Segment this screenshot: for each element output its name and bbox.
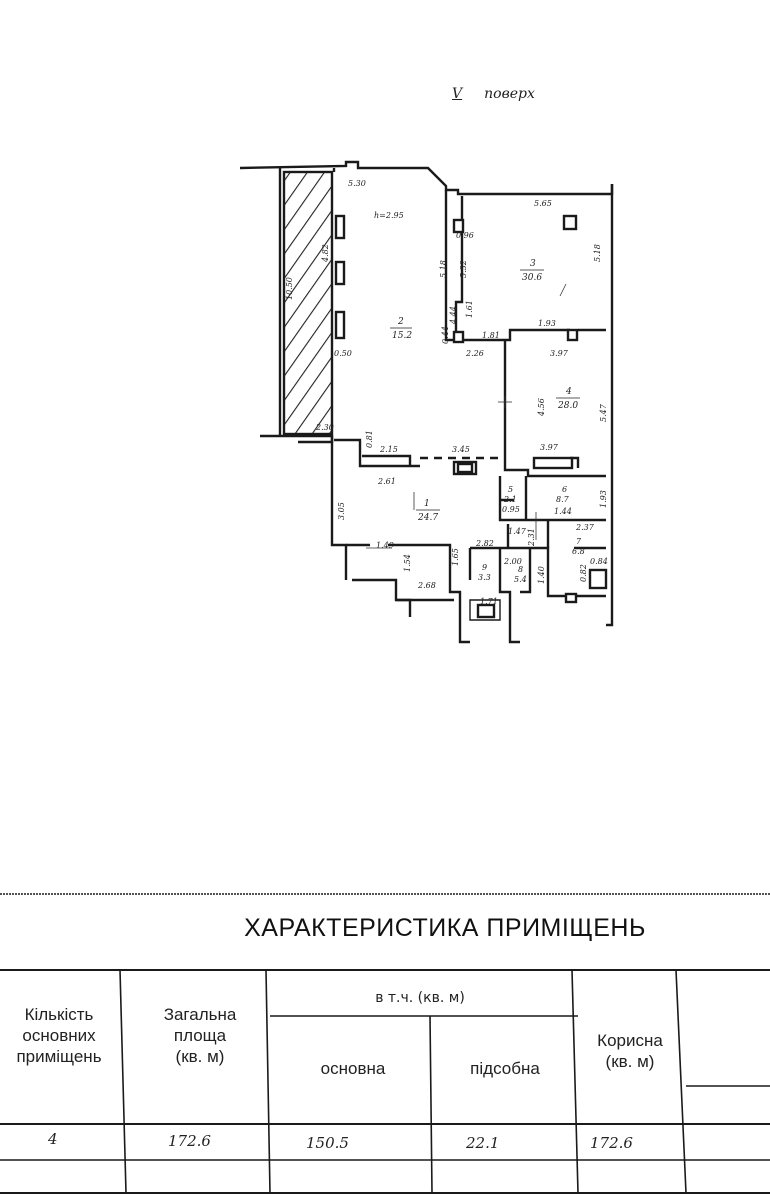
svg-text:2.1: 2.1 [503, 495, 517, 504]
svg-text:8: 8 [518, 565, 523, 574]
dim-label: 1.47 [508, 527, 527, 536]
dim-label: 1.81 [482, 331, 500, 340]
balcony-hatch [282, 170, 334, 436]
dim-label: 3.45 [452, 445, 470, 454]
header-line: Кількість [24, 1005, 94, 1024]
svg-text:24.7: 24.7 [417, 513, 438, 523]
room-8-label: 8 5.4 [514, 565, 527, 584]
dim-label: 3.97 [540, 443, 559, 452]
dim-label: 3.97 [550, 349, 569, 358]
header-useful: Корисна (кв. м) [584, 1030, 676, 1072]
dim-label: 0.81 [365, 430, 374, 448]
header-line: площа [173, 1026, 227, 1045]
dim-label: 0.50 [334, 349, 352, 358]
svg-text:5: 5 [508, 485, 513, 494]
cell-count: 4 [48, 1130, 58, 1148]
dim-label: 1.65 [451, 548, 460, 566]
dim-label: 0.96 [456, 231, 474, 240]
header-line: приміщень [16, 1047, 102, 1066]
header-line: Загальна [163, 1005, 237, 1024]
svg-text:15.2: 15.2 [392, 331, 412, 341]
plan-labels: 5.30 10.50 4.82 0.50 2.30 h=2.95 0.81 2.… [285, 179, 608, 606]
room-4-label: 4 28.0 [556, 387, 580, 411]
dim-label: 1.44 [554, 507, 572, 516]
header-count: Кількість основних приміщень [2, 1004, 116, 1067]
dim-label: 2.82 [475, 539, 494, 548]
dim-label: 1.71 [480, 597, 498, 606]
dim-label: 2.61 [377, 477, 396, 486]
svg-text:6: 6 [562, 485, 567, 494]
svg-text:7: 7 [576, 537, 582, 546]
dim-label: 2.30 [315, 423, 334, 432]
svg-text:2: 2 [397, 317, 404, 327]
dim-label: 5.32 [459, 260, 468, 278]
dim-label: 1.49 [376, 541, 394, 550]
dim-label: 5.65 [534, 199, 552, 208]
table-title: ХАРАКТЕРИСТИКА ПРИМІЩЕНЬ [244, 914, 646, 942]
room-2-label: 2 15.2 [390, 317, 412, 341]
dim-label: 0.84 [590, 557, 608, 566]
dim-label: 0.82 [579, 564, 588, 582]
room-7-label: 7 6.8 [572, 537, 585, 556]
svg-text:9: 9 [482, 563, 487, 572]
header-line: Корисна [597, 1031, 663, 1050]
room-6-label: 6 8.7 [556, 485, 570, 504]
dim-label: 0.44 [441, 326, 450, 344]
dim-label: 2.68 [417, 581, 436, 590]
dim-label: 3.05 [337, 502, 346, 520]
dim-label: 5.30 [348, 179, 366, 188]
floor-word: поверх [484, 86, 535, 102]
dim-label: 4.56 [537, 398, 546, 417]
dim-label: 0.95 [502, 505, 520, 514]
header-group: в т.ч. (кв. м) [375, 990, 465, 1006]
dim-label: 2.31 [527, 528, 536, 547]
svg-text:3: 3 [530, 259, 536, 269]
dim-label: 5.47 [599, 403, 608, 422]
dim-label: 1.61 [465, 300, 474, 318]
room-3-label: 3 30.6 [520, 259, 544, 283]
svg-text:4: 4 [565, 387, 572, 397]
floor-number: V [452, 86, 463, 102]
dim-label: 4.44 [449, 306, 458, 325]
cell-total: 172.6 [168, 1132, 211, 1150]
header-line: основних [22, 1026, 96, 1045]
room-1-label: 1 24.7 [416, 499, 440, 523]
svg-text:3.3: 3.3 [478, 573, 491, 582]
svg-text:1: 1 [424, 499, 430, 509]
plan-dim-lines [366, 283, 567, 549]
dim-label: 4.82 [321, 244, 330, 263]
dim-label: 1.54 [403, 554, 412, 572]
dim-label: 2.15 [379, 445, 398, 454]
room-5-label: 5 2.1 [503, 485, 517, 504]
plan-walls [239, 160, 614, 644]
cell-aux: 22.1 [466, 1134, 500, 1152]
dim-label: 5.18 [593, 244, 602, 262]
header-main: основна [320, 1059, 386, 1078]
room-9-label: 9 3.3 [478, 563, 491, 582]
cell-main: 150.5 [306, 1134, 349, 1152]
dim-label: 1.93 [538, 319, 556, 328]
cell-useful: 172.6 [590, 1134, 633, 1152]
header-aux: підсобна [470, 1059, 540, 1078]
dim-label: 2.00 [503, 557, 522, 566]
dim-label: 5.18 [439, 260, 448, 278]
header-total: Загальна площа (кв. м) [138, 1004, 262, 1067]
floor-plan: 5.30 10.50 4.82 0.50 2.30 h=2.95 0.81 2.… [239, 160, 614, 644]
svg-text:6.8: 6.8 [572, 547, 585, 556]
svg-text:28.0: 28.0 [557, 401, 578, 411]
svg-text:8.7: 8.7 [556, 495, 570, 504]
svg-text:30.6: 30.6 [522, 273, 542, 283]
svg-text:5.4: 5.4 [514, 575, 527, 584]
height-note: h=2.95 [374, 211, 404, 220]
dim-label: 2.37 [575, 523, 595, 532]
header-line: (кв. м) [605, 1052, 655, 1071]
dim-label: 2.26 [465, 349, 484, 358]
header-line: (кв. м) [175, 1047, 225, 1066]
dim-label: 1.40 [537, 566, 546, 584]
dim-label: 1.93 [599, 490, 608, 508]
dim-label: 10.50 [285, 277, 294, 300]
